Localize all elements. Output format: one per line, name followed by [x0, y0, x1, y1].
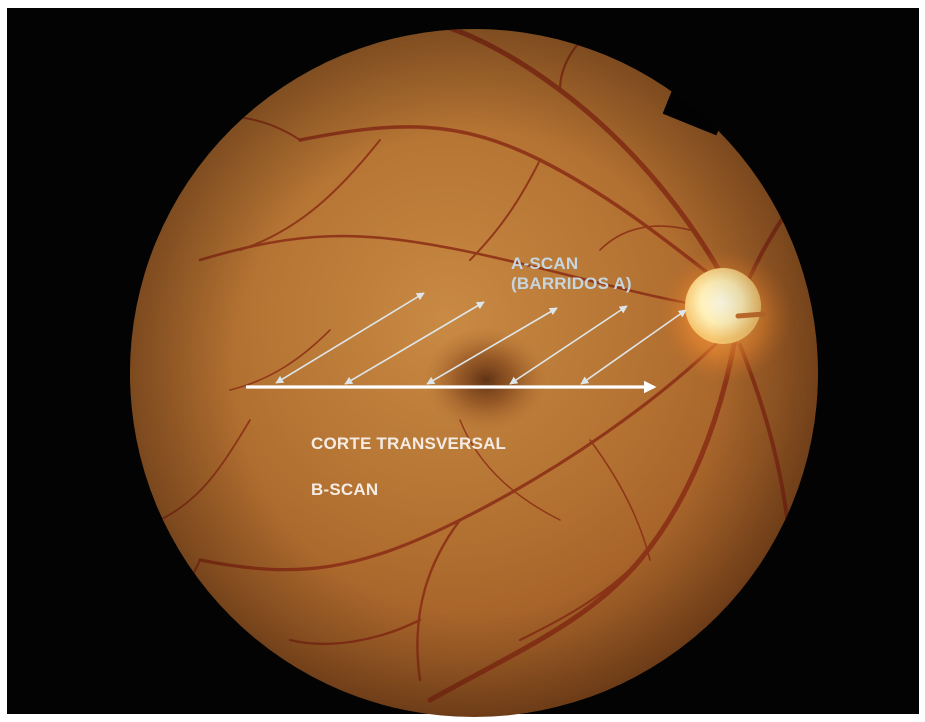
b-scan-label: B-SCAN [311, 480, 378, 500]
b-scan-title: CORTE TRANSVERSAL [311, 434, 506, 454]
a-scan-label-line1: A-SCAN [511, 254, 632, 274]
a-scan-label-line2: (BARRIDOS A) [511, 274, 632, 294]
a-scan-label: A-SCAN (BARRIDOS A) [511, 254, 632, 293]
